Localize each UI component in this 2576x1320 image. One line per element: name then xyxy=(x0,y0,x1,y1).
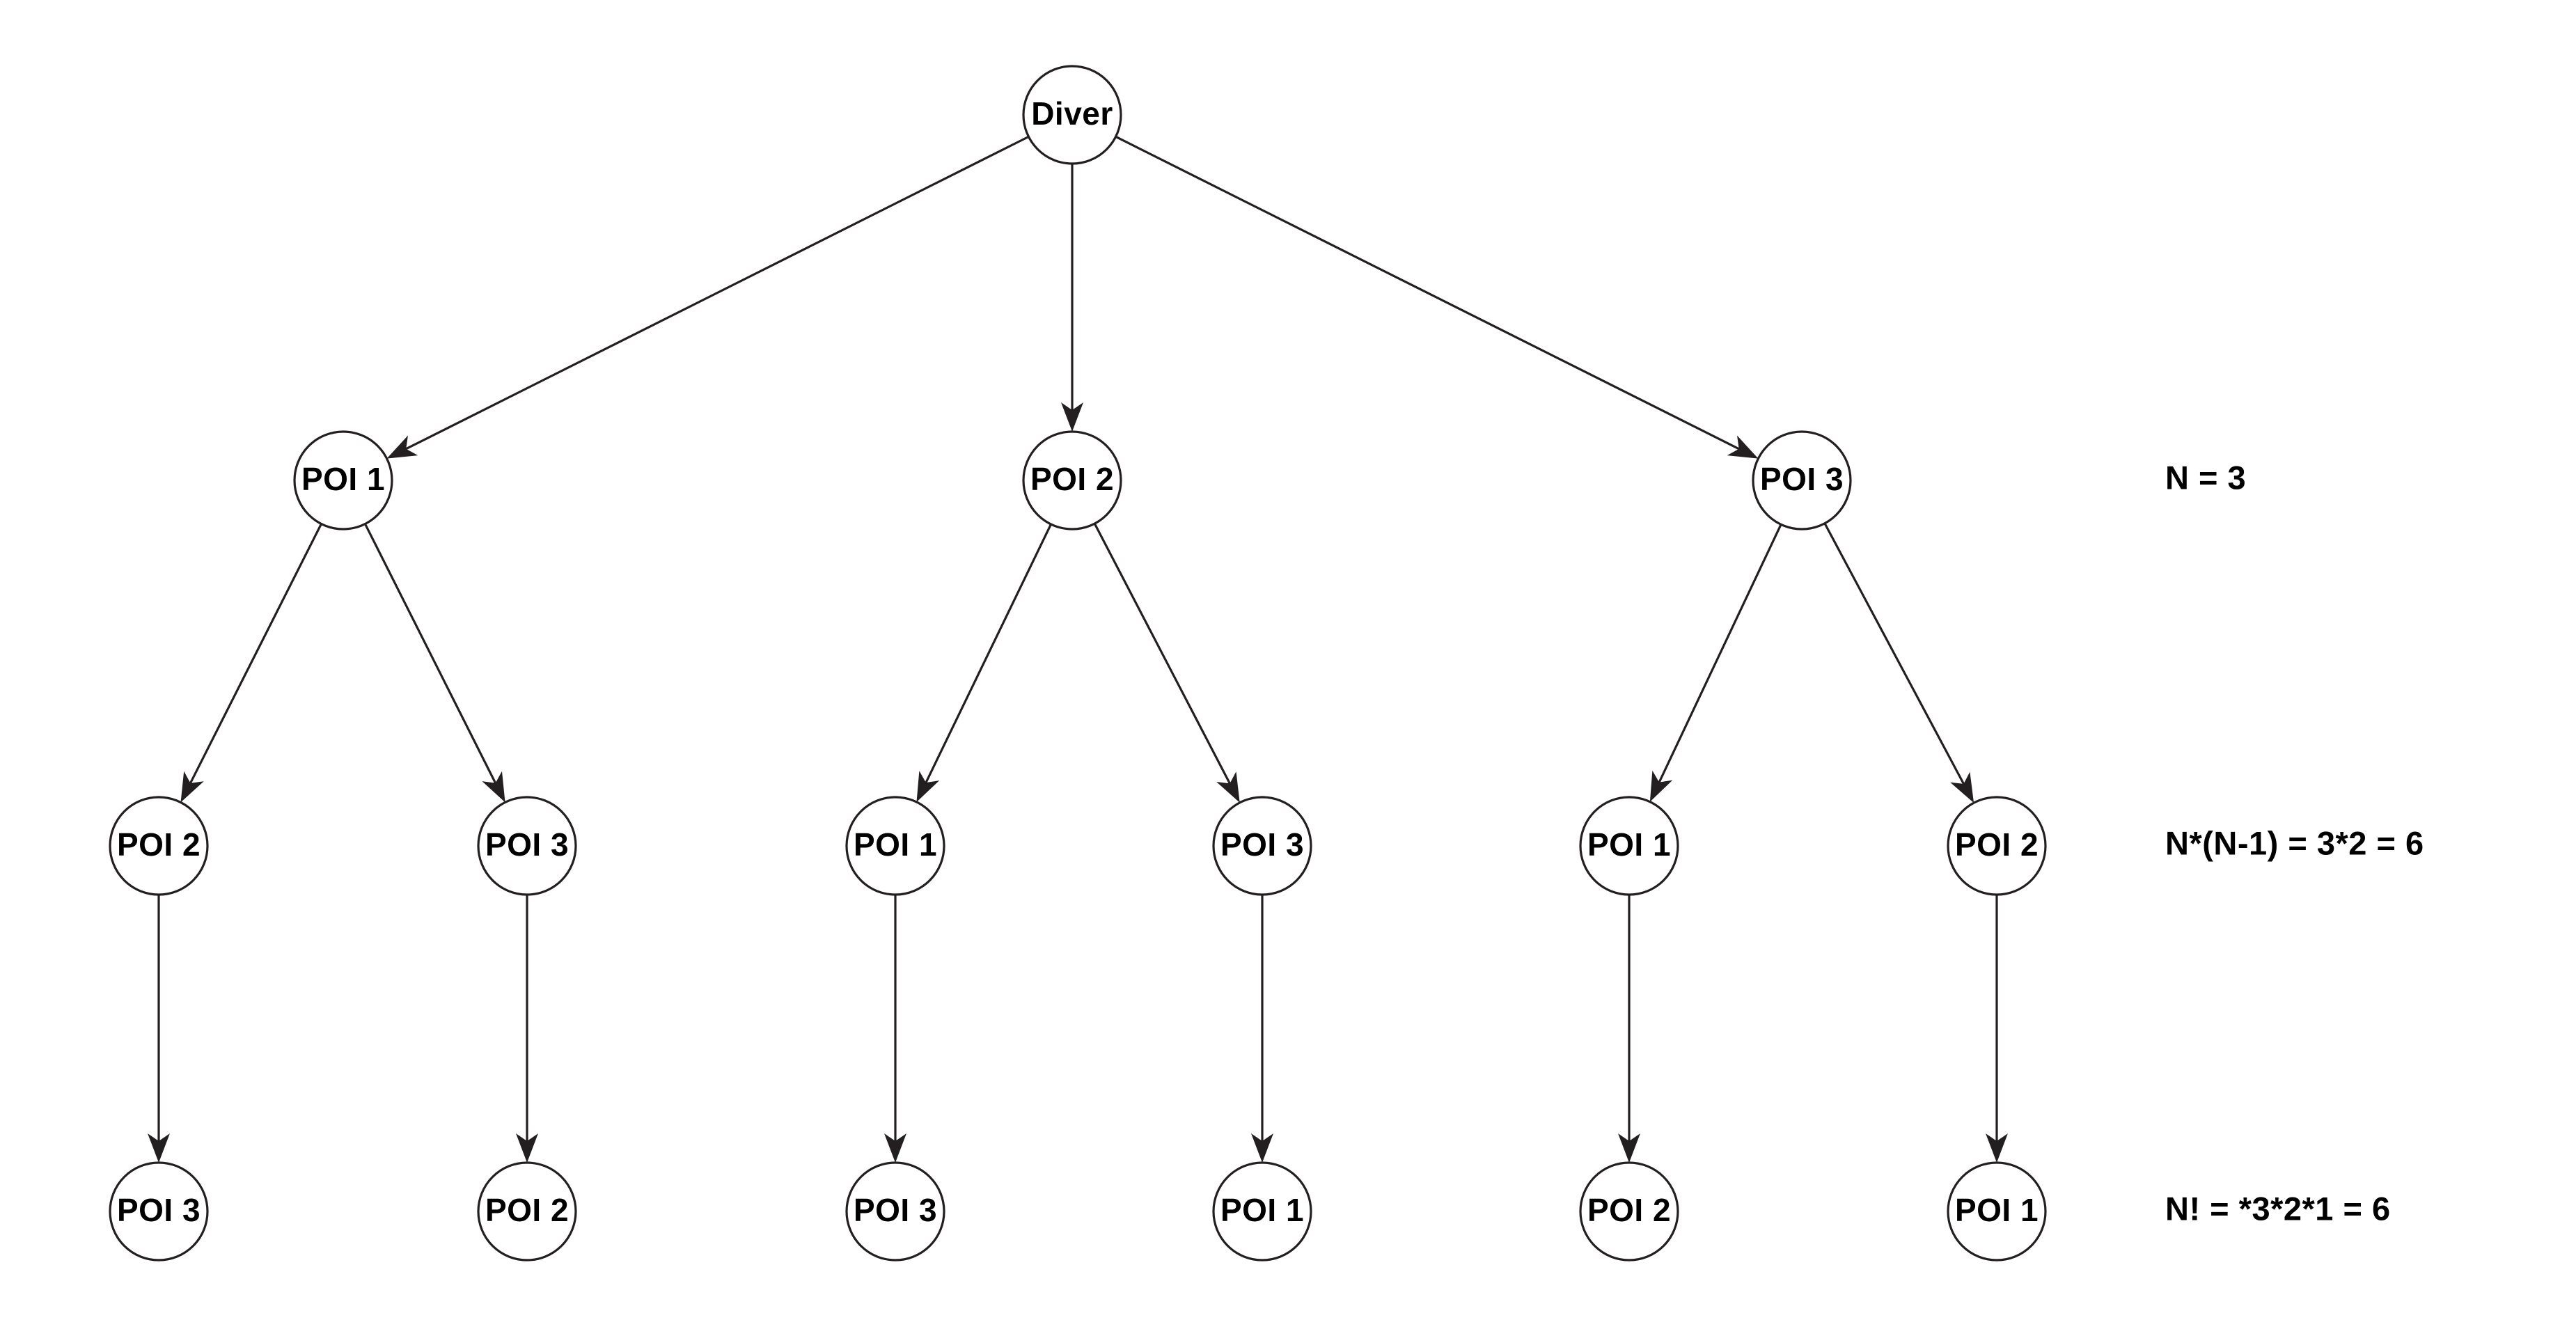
tree-node-level2[interactable]: POI 1 xyxy=(1579,796,1679,896)
tree-node-level3[interactable]: POI 1 xyxy=(1212,1161,1312,1262)
tree-edge xyxy=(916,524,1052,802)
tree-node-level3[interactable]: POI 3 xyxy=(109,1161,209,1262)
node-label: POI 3 xyxy=(1220,826,1304,863)
tree-node-level3[interactable]: POI 1 xyxy=(1947,1161,2047,1262)
node-circle xyxy=(1022,65,1122,165)
edge-arrowhead-icon xyxy=(516,1133,538,1163)
node-circle xyxy=(293,430,393,531)
edge-line xyxy=(189,523,322,784)
tree-edge xyxy=(884,895,906,1163)
tree-edge xyxy=(1093,523,1240,803)
tree-edge xyxy=(1618,895,1640,1163)
tree-edge xyxy=(386,135,1030,459)
edge-arrowhead-icon xyxy=(1251,1133,1273,1163)
edge-line xyxy=(1823,523,1965,785)
node-circle xyxy=(1579,1161,1679,1262)
node-circle xyxy=(1752,430,1852,531)
edge-line xyxy=(364,523,497,784)
node-label: Diver xyxy=(1031,95,1113,132)
edge-line xyxy=(925,524,1052,783)
annotations-layer: N = 3 N*(N-1) = 3*2 = 6 N! = *3*2*1 = 6 xyxy=(2165,459,2424,1227)
node-circle xyxy=(477,796,577,896)
node-label: POI 2 xyxy=(1955,826,2039,863)
tree-node-root[interactable]: Diver xyxy=(1022,65,1122,165)
node-label: POI 3 xyxy=(1760,461,1844,497)
edge-arrowhead-icon xyxy=(916,771,940,802)
node-label: POI 3 xyxy=(117,1192,201,1228)
edge-arrowhead-icon xyxy=(1950,771,1974,803)
node-label: POI 2 xyxy=(117,826,201,863)
tree-node-level2[interactable]: POI 2 xyxy=(1947,796,2047,896)
tree-node-level2[interactable]: POI 3 xyxy=(477,796,577,896)
tree-edge xyxy=(1251,895,1273,1163)
tree-node-level2[interactable]: POI 1 xyxy=(845,796,945,896)
tree-node-level2[interactable]: POI 2 xyxy=(109,796,209,896)
node-label: POI 1 xyxy=(1220,1192,1304,1228)
edges-layer xyxy=(148,135,2008,1163)
node-label: POI 1 xyxy=(1955,1192,2039,1228)
tree-edge xyxy=(364,523,505,803)
tree-edge xyxy=(1061,164,1083,432)
edge-line xyxy=(1093,523,1231,785)
node-circle xyxy=(845,796,945,896)
node-label: POI 1 xyxy=(854,826,937,863)
node-circle xyxy=(1212,796,1312,896)
tree-edge xyxy=(1823,523,1974,803)
edge-line xyxy=(1658,524,1782,783)
node-label: POI 2 xyxy=(1587,1192,1671,1228)
node-circle xyxy=(845,1161,945,1262)
edge-arrowhead-icon xyxy=(386,435,418,459)
edge-arrowhead-icon xyxy=(884,1133,906,1163)
node-label: POI 3 xyxy=(485,826,569,863)
tree-edge xyxy=(1986,895,2008,1163)
tree-node-level3[interactable]: POI 2 xyxy=(477,1161,577,1262)
tree-node-level1[interactable]: POI 3 xyxy=(1752,430,1852,531)
tree-edge xyxy=(1649,524,1782,802)
tree-edge xyxy=(148,895,170,1163)
node-circle xyxy=(477,1161,577,1262)
edge-arrowhead-icon xyxy=(148,1133,170,1163)
edge-arrowhead-icon xyxy=(1649,770,1673,802)
node-circle xyxy=(1579,796,1679,896)
node-label: POI 1 xyxy=(301,461,385,497)
edge-arrowhead-icon xyxy=(1986,1133,2008,1163)
node-label: POI 2 xyxy=(485,1192,569,1228)
edge-line xyxy=(405,135,1030,450)
tree-node-level1[interactable]: POI 2 xyxy=(1022,430,1122,531)
edge-arrowhead-icon xyxy=(1727,435,1759,459)
edge-arrowhead-icon xyxy=(180,771,204,803)
tree-node-level3[interactable]: POI 3 xyxy=(845,1161,945,1262)
tree-node-level2[interactable]: POI 3 xyxy=(1212,796,1312,896)
edge-line xyxy=(1115,135,1740,450)
tree-edge xyxy=(1115,135,1759,459)
node-label: POI 2 xyxy=(1030,461,1114,497)
edge-arrowhead-icon xyxy=(482,771,505,803)
node-circle xyxy=(1947,1161,2047,1262)
node-circle xyxy=(1947,796,2047,896)
formula-annotation: N! = *3*2*1 = 6 xyxy=(2165,1190,2391,1227)
node-circle xyxy=(1212,1161,1312,1262)
node-circle xyxy=(109,1161,209,1262)
tree-node-level3[interactable]: POI 2 xyxy=(1579,1161,1679,1262)
tree-node-level1[interactable]: POI 1 xyxy=(293,430,393,531)
formula-annotation: N*(N-1) = 3*2 = 6 xyxy=(2165,824,2424,861)
node-label: POI 1 xyxy=(1587,826,1671,863)
tree-edge xyxy=(516,895,538,1163)
tree-edge xyxy=(180,523,322,803)
formula-annotation: N = 3 xyxy=(2165,459,2246,496)
node-circle xyxy=(1022,430,1122,531)
edge-arrowhead-icon xyxy=(1618,1133,1640,1163)
node-label: POI 3 xyxy=(854,1192,937,1228)
node-circle xyxy=(109,796,209,896)
edge-arrowhead-icon xyxy=(1061,402,1083,432)
edge-arrowhead-icon xyxy=(1216,771,1240,803)
